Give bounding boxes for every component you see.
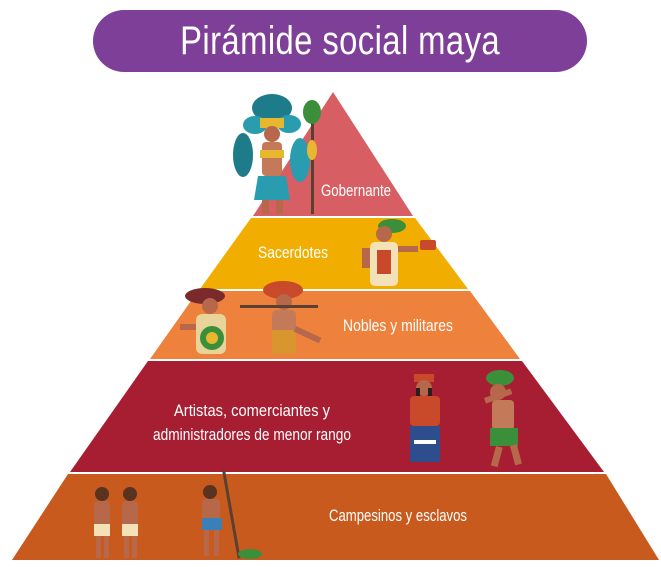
label-artistas-line-2: administradores de menor rango <box>153 425 351 444</box>
nobles-warriors-figure <box>180 281 322 354</box>
label-artistas-line-1: Artistas, comerciantes y <box>174 401 330 420</box>
label-gobernante: Gobernante <box>321 181 391 200</box>
priest-figure <box>362 219 436 286</box>
label-campesinos: Campesinos y esclavos <box>329 506 467 525</box>
tier-artistas <box>70 361 604 472</box>
tier-gobernante <box>253 92 413 216</box>
artisans-merchants-figure <box>410 370 522 468</box>
peasants-slaves-figure <box>94 469 262 559</box>
ruler-figure <box>233 94 321 214</box>
title-banner: Pirámide social maya <box>93 10 587 72</box>
tier-sacerdotes <box>200 218 468 289</box>
tier-campesinos <box>12 474 659 560</box>
label-sacerdotes: Sacerdotes <box>258 243 328 262</box>
page-title: Pirámide social maya <box>180 18 500 63</box>
label-nobles-militares: Nobles y militares <box>343 316 453 335</box>
